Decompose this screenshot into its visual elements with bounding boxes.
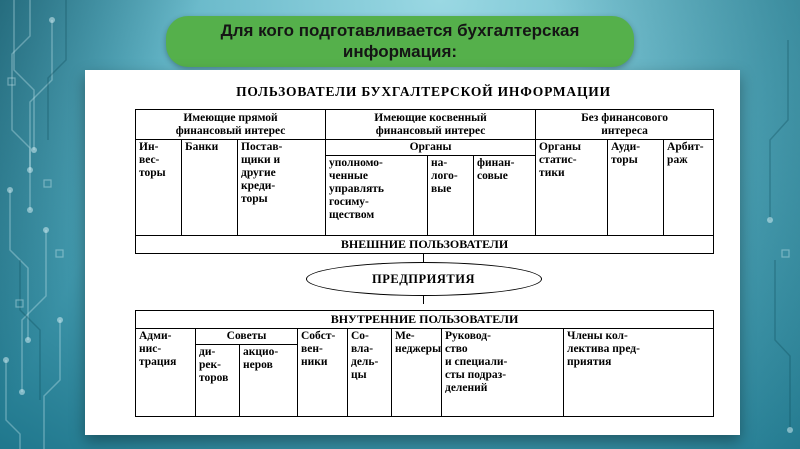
cell-arbitration: Арбит- раж	[663, 139, 715, 236]
enterprises-ellipse: ПРЕДПРИЯТИЯ	[305, 262, 542, 296]
cell-auditors: Ауди- торы	[607, 139, 665, 236]
enterprises-label: ПРЕДПРИЯТИЯ	[372, 271, 475, 286]
header-councils: Советы	[195, 328, 298, 345]
cell-division-management: Руковод- ство и специали- сты подраз- де…	[441, 328, 564, 417]
cell-managers: Ме- неджеры	[391, 328, 442, 417]
connector-line-top	[423, 254, 424, 262]
diagram-title: ПОЛЬЗОВАТЕЛИ БУХГАЛТЕРСКОЙ ИНФОРМАЦИИ	[236, 84, 611, 99]
cell-financial-organs: финан- совые	[473, 155, 537, 236]
cell-shareholders-council: акцио- неров	[239, 344, 298, 417]
cell-suppliers-creditors: Постав- щики и другие креди- торы	[236, 139, 327, 236]
header-no-interest: Без финансового интереса	[535, 109, 715, 140]
external-users-label: ВНЕШНИЕ ПОЛЬЗОВАТЕЛИ	[134, 235, 715, 254]
slide-title-banner: Для кого подготавливается бухгалтерская …	[166, 16, 634, 67]
content-card: ПОЛЬЗОВАТЕЛИ БУХГАЛТЕРСКОЙ ИНФОРМАЦИИ Им…	[85, 70, 740, 435]
header-organs: Органы	[325, 139, 537, 156]
cell-coowners: Со- вла- дель- цы	[347, 328, 392, 417]
external-users-table: Имеющие прямой финансовый интерес Имеющи…	[134, 109, 715, 254]
cell-tax-organs: на- лого- вые	[427, 155, 475, 236]
cell-owners: Собст- вен- ники	[297, 328, 348, 417]
slide-title: Для кого подготавливается бухгалтерская …	[220, 21, 580, 62]
cell-board-of-directors: ди- рек- торов	[195, 344, 240, 417]
internal-users-table: ВНУТРЕННИЕ ПОЛЬЗОВАТЕЛИ Адми- нис- траци…	[134, 310, 715, 417]
cell-collective-members: Члены кол- лектива пред- приятия	[562, 328, 715, 417]
connector-line-bottom	[423, 296, 424, 304]
header-indirect-interest: Имеющие косвенный финансовый интерес	[325, 109, 537, 140]
header-direct-interest: Имеющие прямой финансовый интерес	[134, 109, 327, 140]
internal-users-label: ВНУТРЕННИЕ ПОЛЬЗОВАТЕЛИ	[134, 310, 715, 329]
cell-banks: Банки	[181, 139, 238, 236]
cell-state-property-organs: уполномо- ченные управлять госиму- ществ…	[325, 155, 429, 236]
cell-statistics-organs: Органы статис- тики	[535, 139, 609, 236]
cell-investors: Ин- вес- торы	[135, 139, 182, 236]
cell-administration: Адми- нис- трация	[135, 328, 196, 417]
